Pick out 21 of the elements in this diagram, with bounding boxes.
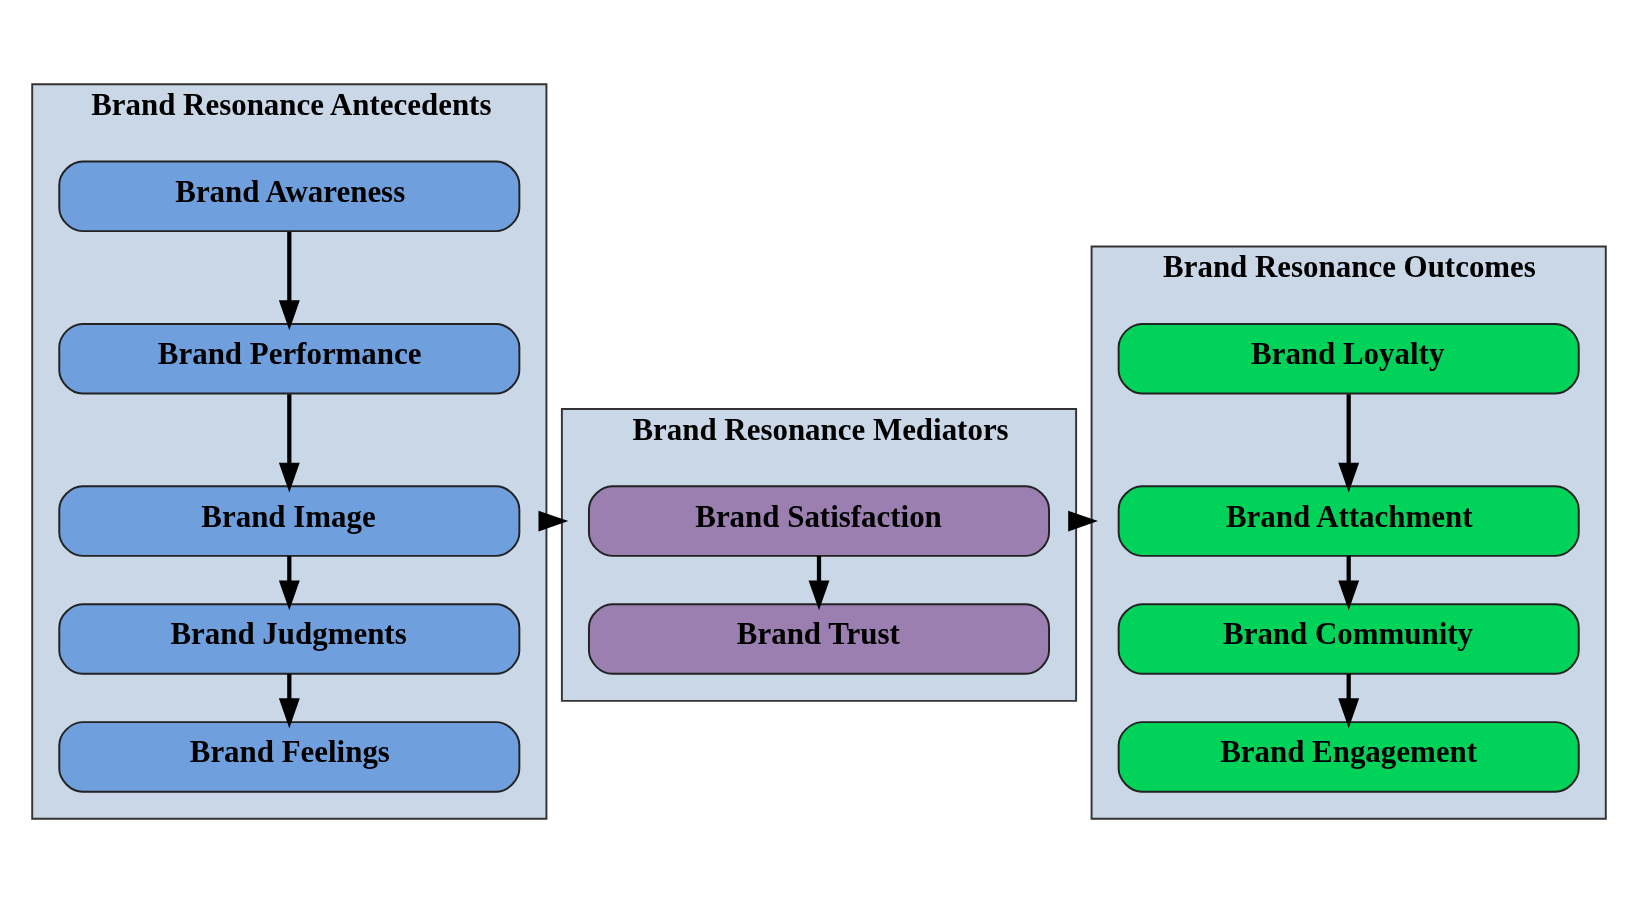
node-box: Brand Satisfaction	[588, 485, 1050, 557]
node-box: Brand Image	[58, 485, 521, 557]
node-box: Brand Performance	[58, 322, 521, 395]
arrow	[1068, 510, 1098, 532]
node-box: Brand Engagement	[1117, 721, 1580, 793]
node-box: Brand Feelings	[58, 721, 521, 793]
node-box: Brand Community	[1117, 603, 1580, 675]
arrow	[278, 394, 300, 493]
arrow	[1338, 673, 1360, 729]
node-box: Brand Judgments	[58, 603, 521, 675]
node-box: Brand Awareness	[58, 160, 521, 233]
arrow	[538, 510, 569, 532]
arrow	[1338, 394, 1360, 493]
node-box: Brand Loyalty	[1117, 322, 1580, 395]
arrow	[278, 673, 300, 729]
arrow	[1338, 556, 1360, 611]
arrow	[808, 556, 830, 611]
arrow	[278, 556, 300, 611]
arrow	[278, 231, 300, 331]
node-box: Brand Attachment	[1117, 485, 1580, 557]
node-box: Brand Trust	[588, 603, 1050, 675]
